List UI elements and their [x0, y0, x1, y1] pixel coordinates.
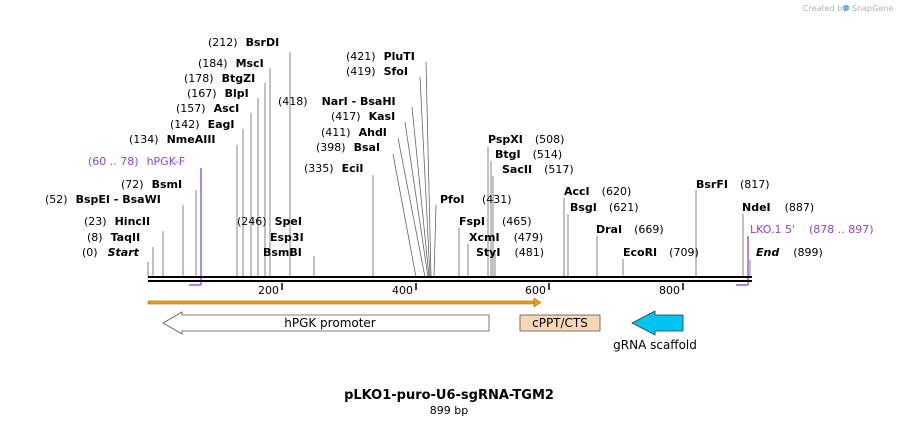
site-nmeaiii: (134)NmeAIII	[129, 133, 216, 146]
site-ahdi: (411)AhdI	[321, 126, 387, 139]
tick-label-400: 400	[392, 284, 413, 297]
site-bspei: (52)BspEI - BsaWI	[45, 193, 161, 206]
leader-sfoi	[419, 76, 431, 278]
site-ndei: NdeI(887)	[742, 201, 814, 214]
plasmid-length: 899 bp	[430, 404, 468, 417]
primer-hpgk-f[interactable]	[189, 168, 202, 286]
feature-label-grna: gRNA scaffold	[613, 338, 697, 352]
site-bsrdi: (212)BsrDI	[208, 36, 279, 49]
site-pspxi: PspXI(508)	[488, 133, 564, 146]
site-bsmi: (72)BsmI	[121, 178, 182, 191]
site-esp3i: Esp3I	[270, 231, 304, 244]
leader-kasi	[404, 121, 429, 278]
site-pfoi: PfoI	[440, 193, 465, 206]
tick-label-600: 600	[525, 284, 546, 297]
site-spei: (246)SpeI	[237, 215, 302, 228]
primer-label-hpgk-f: (60 .. 78)hPGK-F	[88, 155, 185, 168]
tick-label-800: 800	[659, 284, 680, 297]
snapgene-logo-icon	[842, 4, 850, 12]
site-styi: StyI(481)	[476, 246, 544, 259]
leader-pfoi	[433, 204, 437, 278]
site-btgi: BtgI(514)	[495, 148, 562, 161]
leader-pluti	[425, 61, 432, 278]
feature-label-hpgk: hPGK promoter	[284, 316, 376, 330]
feature-label-cppt: cPPT/CTS	[532, 316, 588, 330]
site-eagi: (142)EagI	[170, 118, 235, 131]
site-hincii: (23)HincII	[84, 215, 150, 228]
sequence-backbone	[148, 276, 752, 282]
orf-arrow[interactable]	[147, 297, 542, 308]
site-drai: DraI(669)	[596, 223, 664, 236]
site-acci: AccI(620)	[564, 185, 631, 198]
feature-hpgk-promoter[interactable]: hPGK promoter	[162, 311, 490, 335]
leader-bsai	[392, 153, 417, 278]
site-blpi: (167)BlpI	[187, 87, 249, 100]
site-bsgi: BsgI(621)	[570, 201, 639, 214]
plasmid-title: pLKO1-puro-U6-sgRNA-TGM2	[344, 388, 554, 403]
leader-lines	[147, 52, 751, 278]
feature-grna-scaffold[interactable]: gRNA scaffold	[613, 310, 697, 352]
site-bsmbi: BsmBI	[263, 246, 302, 259]
leader-nari	[411, 106, 430, 278]
site-ecori: EcoRI(709)	[623, 246, 699, 259]
site-bsai: (398)BsaI	[316, 141, 380, 154]
primer-label-lko1: LKO.1 5'(878 .. 897)	[750, 223, 874, 236]
site-nari: (418)NarI - BsaHI	[278, 95, 396, 108]
site-start: (0)Start	[82, 246, 140, 259]
site-sacii: SacII(517)	[502, 163, 574, 176]
credit-text: Created by	[803, 4, 847, 13]
site-sfoi: (419)SfoI	[346, 65, 408, 78]
site-msci: (184)MscI	[198, 57, 264, 70]
site-end: End(899)	[756, 246, 823, 259]
site-pos-431: (431)	[482, 193, 512, 206]
tick-label-200: 200	[258, 284, 279, 297]
site-xcmi: XcmI(479)	[469, 231, 543, 244]
site-pos-465: (465)	[502, 215, 532, 228]
site-asci: (157)AscI	[176, 102, 239, 115]
site-taqii: (8)TaqII	[87, 231, 140, 244]
credit-brand: SnapGene	[852, 4, 893, 13]
site-pluti: (421)PluTI	[346, 50, 415, 63]
leader-ahdi	[397, 137, 426, 278]
feature-cppt-cts[interactable]: cPPT/CTS	[519, 314, 601, 332]
site-labels: (0)Start (8)TaqII (23)HincII (52)BspEI -…	[45, 36, 823, 259]
site-btgzi: (178)BtgZI	[184, 72, 255, 85]
site-ecii: (335)EciI	[304, 162, 364, 175]
site-fspi: FspI	[459, 215, 485, 228]
site-kasi: (417)KasI	[331, 110, 395, 123]
site-bsrfi: BsrFI(817)	[696, 178, 770, 191]
axis: 200 400 600 800	[258, 283, 684, 297]
